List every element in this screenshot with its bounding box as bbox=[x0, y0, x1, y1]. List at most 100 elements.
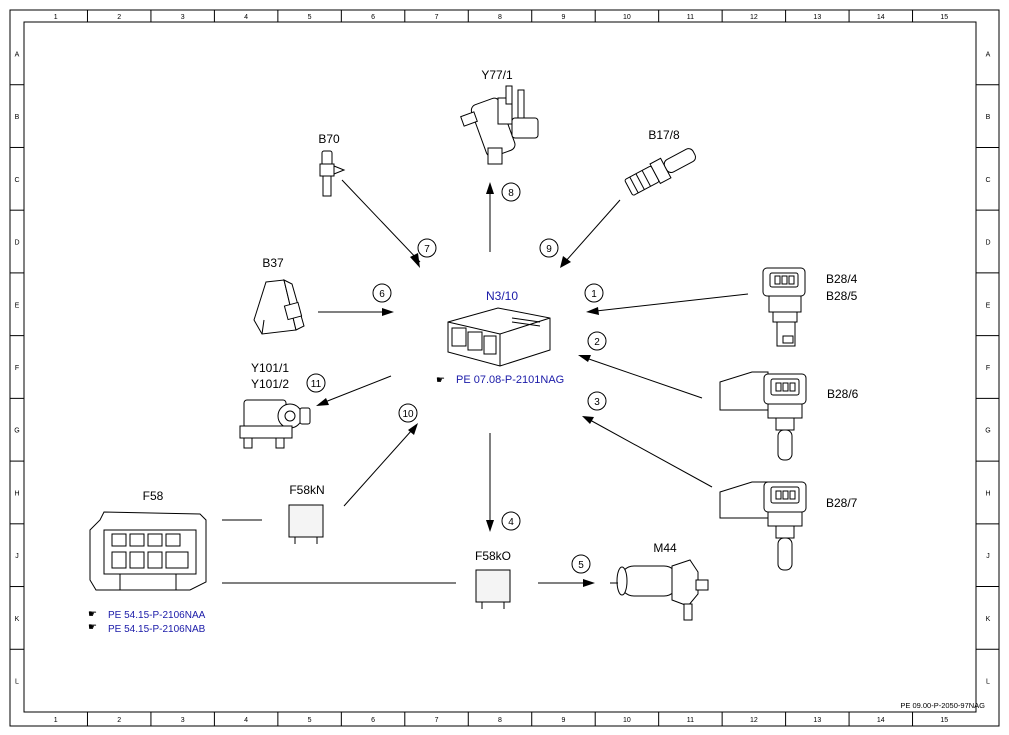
callout-7: 7 bbox=[417, 238, 437, 258]
svg-text:7: 7 bbox=[424, 244, 430, 255]
svg-text:8: 8 bbox=[508, 188, 514, 199]
grid-column-top-14: 14 bbox=[877, 14, 885, 21]
pointing-hand-icon: ☛ bbox=[88, 609, 97, 620]
arrowhead-8 bbox=[486, 182, 494, 194]
callout-11: 11 bbox=[306, 373, 326, 393]
grid-row-left-L: L bbox=[15, 679, 19, 686]
pointing-hand-icon: ☛ bbox=[88, 622, 97, 633]
callout-8: 8 bbox=[501, 182, 521, 202]
label-y101-1: Y101/1 bbox=[251, 361, 289, 375]
relay-icon bbox=[475, 569, 511, 609]
arrowhead-10 bbox=[408, 423, 418, 435]
label-b28-6: B28/6 bbox=[827, 387, 859, 401]
grid-row-right-E: E bbox=[986, 302, 991, 309]
component-y101: Y101/1 Y101/2 bbox=[239, 361, 311, 449]
grid-row-left-C: C bbox=[14, 177, 19, 184]
link-f58-doc-a: PE 54.15-P-2106NAA bbox=[108, 610, 206, 621]
grid-row-right-C: C bbox=[985, 177, 990, 184]
grid-row-right-A: A bbox=[986, 51, 991, 58]
component-y77-1: Y77/1 bbox=[460, 68, 539, 165]
grid-row-right-K: K bbox=[986, 616, 991, 623]
grid-column-top-1: 1 bbox=[54, 14, 58, 21]
callout-10: 10 bbox=[398, 403, 418, 423]
f58-reference-1[interactable]: ☛ PE 54.15-P-2106NAA bbox=[88, 609, 206, 621]
grid-column-bottom-6: 6 bbox=[371, 717, 375, 724]
arrowhead-4 bbox=[486, 520, 494, 532]
component-n3-10: N3/10 ☛ PE 07.08-P-2101NAG bbox=[436, 289, 564, 386]
arrow-3 bbox=[589, 419, 713, 488]
callout-6: 6 bbox=[372, 283, 392, 303]
pedal-sensor-icon bbox=[253, 279, 305, 335]
arrow-1 bbox=[595, 293, 749, 312]
grid-column-top-8: 8 bbox=[498, 14, 502, 21]
component-f58kn: F58kN bbox=[288, 483, 325, 544]
callout-4: 4 bbox=[501, 511, 521, 531]
callout-5: 5 bbox=[571, 554, 591, 574]
solenoid-valve-icon bbox=[239, 399, 311, 449]
grid-row-left-H: H bbox=[14, 490, 19, 497]
component-b28-7: B28/7 bbox=[719, 481, 858, 571]
svg-text:5: 5 bbox=[578, 560, 584, 571]
grid-row-right-H: H bbox=[985, 490, 990, 497]
grid-column-bottom-9: 9 bbox=[562, 717, 566, 724]
label-f58: F58 bbox=[143, 489, 164, 503]
grid-column-bottom-13: 13 bbox=[813, 717, 821, 724]
n3-10-reference[interactable]: ☛ PE 07.08-P-2101NAG bbox=[436, 374, 564, 386]
grid-row-left-K: K bbox=[15, 616, 20, 623]
svg-text:2: 2 bbox=[594, 337, 600, 348]
grid-column-top-2: 2 bbox=[117, 14, 121, 21]
grid-column-top-13: 13 bbox=[813, 14, 821, 21]
component-b28-4-5: B28/4 B28/5 bbox=[762, 267, 858, 347]
grid-column-top-9: 9 bbox=[562, 14, 566, 21]
link-f58-doc-b: PE 54.15-P-2106NAB bbox=[108, 624, 206, 635]
grid-column-bottom-5: 5 bbox=[308, 717, 312, 724]
arrowhead-7 bbox=[410, 253, 420, 268]
control-unit-icon bbox=[447, 307, 551, 367]
valve-icon bbox=[460, 85, 539, 165]
arrow-9 bbox=[564, 199, 621, 263]
document-number: PE 09.00-P-2050-97NAG bbox=[900, 701, 985, 710]
callout-1: 1 bbox=[584, 283, 604, 303]
link-n3-10-doc: PE 07.08-P-2101NAG bbox=[456, 374, 564, 386]
grid-column-bottom-2: 2 bbox=[117, 717, 121, 724]
component-m44: M44 bbox=[610, 541, 709, 621]
label-b17-8: B17/8 bbox=[648, 128, 680, 142]
grid-row-right-G: G bbox=[985, 428, 990, 435]
grid-row-left-D: D bbox=[14, 240, 19, 247]
label-b28-7: B28/7 bbox=[826, 496, 858, 510]
grid-row-right-B: B bbox=[986, 114, 991, 121]
grid-column-top-4: 4 bbox=[244, 14, 248, 21]
arrowhead-2 bbox=[578, 355, 591, 362]
svg-text:1: 1 bbox=[591, 289, 597, 300]
pointing-hand-icon: ☛ bbox=[436, 375, 445, 386]
grid-column-top-5: 5 bbox=[308, 14, 312, 21]
component-b28-6: B28/6 bbox=[719, 371, 859, 461]
grid-row-right-L: L bbox=[986, 679, 990, 686]
component-f58ko: F58kO bbox=[475, 549, 511, 609]
fuse-box-icon bbox=[89, 511, 207, 591]
svg-text:9: 9 bbox=[546, 244, 552, 255]
pressure-sensor-icon bbox=[719, 371, 807, 461]
grid-row-right-F: F bbox=[986, 365, 990, 372]
grid-column-bottom-3: 3 bbox=[181, 717, 185, 724]
component-b37: B37 bbox=[253, 256, 305, 335]
label-m44: M44 bbox=[653, 541, 677, 555]
component-b70: B70 bbox=[318, 132, 346, 197]
grid-row-left-E: E bbox=[15, 302, 20, 309]
label-f58ko: F58kO bbox=[475, 549, 511, 563]
svg-text:6: 6 bbox=[379, 289, 385, 300]
temperature-sensor-icon bbox=[624, 148, 697, 196]
grid-row-right-J: J bbox=[986, 553, 990, 560]
arrow-11 bbox=[324, 375, 392, 403]
arrowhead-11 bbox=[316, 398, 329, 406]
svg-text:11: 11 bbox=[311, 379, 322, 390]
grid-column-bottom-12: 12 bbox=[750, 717, 758, 724]
grid-row-left-G: G bbox=[14, 428, 19, 435]
component-f58: F58 ☛ PE 54.15-P-2106NAA ☛ PE 54.15-P-21… bbox=[88, 489, 207, 635]
grid-row-left-B: B bbox=[15, 114, 20, 121]
label-b28-4: B28/4 bbox=[826, 272, 858, 286]
label-b28-5: B28/5 bbox=[826, 289, 858, 303]
f58-reference-2[interactable]: ☛ PE 54.15-P-2106NAB bbox=[88, 622, 206, 635]
callout-2: 2 bbox=[587, 331, 607, 351]
